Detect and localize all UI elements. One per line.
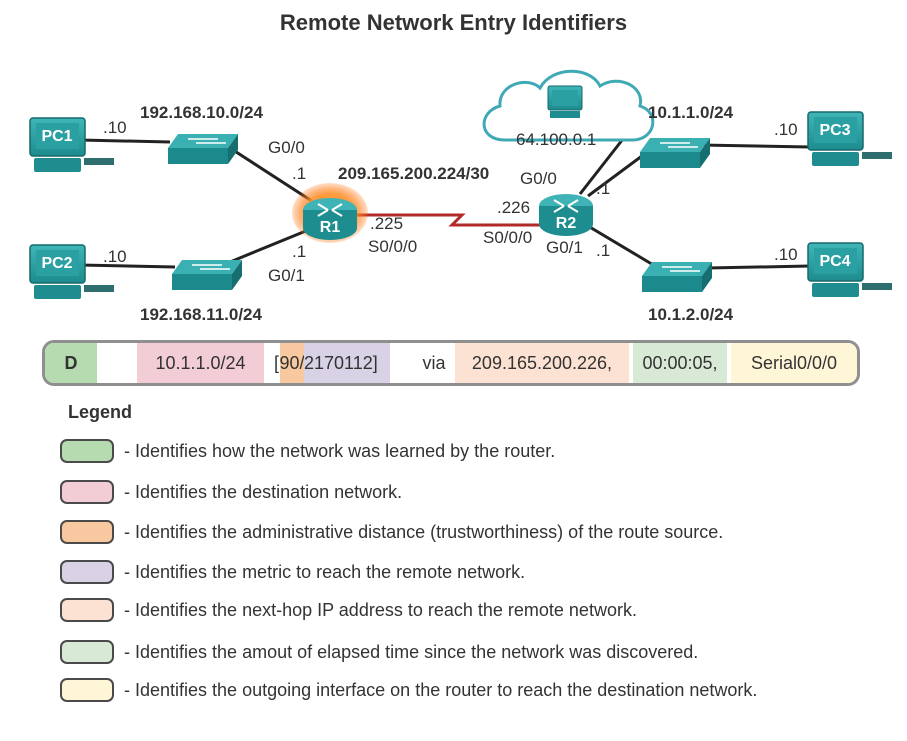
route-via-cell: via bbox=[414, 343, 454, 383]
legend-text-network: - Identifies the destination network. bbox=[124, 481, 403, 502]
route-via: via bbox=[422, 352, 446, 373]
legend-swatch-interface bbox=[60, 678, 114, 702]
legend-swatch-metric bbox=[60, 560, 114, 584]
route-code: D bbox=[64, 352, 78, 373]
legend-text-code: - Identifies how the network was learned… bbox=[124, 440, 556, 461]
network-label-192-168-10: 192.168.10.0/24 bbox=[140, 103, 263, 122]
r1-g00-label: G0/0 bbox=[268, 138, 305, 157]
pc4-host-label: .10 bbox=[774, 245, 798, 264]
legend-swatch-next-hop bbox=[60, 598, 114, 622]
switch-3-icon bbox=[640, 138, 710, 168]
route-ad: 90/ bbox=[279, 352, 305, 373]
server-pc-icon bbox=[547, 85, 583, 118]
legend-item-interface: - Identifies the outgoing interface on t… bbox=[60, 675, 757, 705]
route-bracket: [ bbox=[273, 352, 279, 373]
r1-g01-label: G0/1 bbox=[268, 266, 305, 285]
network-label-10-1-2: 10.1.2.0/24 bbox=[648, 305, 734, 324]
r1-s000-label: S0/0/0 bbox=[368, 237, 417, 256]
ethernet-links bbox=[79, 129, 811, 270]
route-entry-bar: D 10.1.1.0/24 [ 90/ 2170112] via 209.165… bbox=[42, 340, 860, 386]
route-time-cell: 00:00:05, bbox=[633, 343, 727, 383]
diagram-title: Remote Network Entry Identifiers bbox=[279, 10, 628, 35]
router-r1-icon bbox=[292, 183, 368, 243]
legend-item-time: - Identifies the amout of elapsed time s… bbox=[60, 637, 698, 667]
legend-text-interface: - Identifies the outgoing interface on t… bbox=[124, 679, 758, 700]
route-time: 00:00:05, bbox=[642, 352, 718, 373]
legend-swatch-time bbox=[60, 640, 114, 664]
r1-s000-host-label: .225 bbox=[370, 214, 403, 233]
route-network-cell: 10.1.1.0/24 bbox=[137, 343, 264, 383]
pc2-icon bbox=[29, 244, 114, 299]
router-r2-icon bbox=[539, 194, 593, 236]
r1-label: R1 bbox=[320, 219, 341, 236]
legend-swatch-code bbox=[60, 439, 114, 463]
route-interface: Serial0/0/0 bbox=[750, 352, 838, 373]
cloud-ip-label: 64.100.0.1 bbox=[516, 130, 596, 149]
legend-item-next-hop: - Identifies the next-hop IP address to … bbox=[60, 595, 637, 625]
route-network: 10.1.1.0/24 bbox=[155, 352, 246, 373]
legend-item-code: - Identifies how the network was learned… bbox=[60, 436, 555, 466]
pc3-host-label: .10 bbox=[774, 120, 798, 139]
pc4-label: PC4 bbox=[819, 253, 850, 270]
route-metric-cell: 2170112] bbox=[304, 343, 390, 383]
legend-swatch-network bbox=[60, 480, 114, 504]
route-ad-cell: 90/ bbox=[279, 343, 305, 383]
route-bracket-cell: [ bbox=[271, 343, 279, 383]
legend-text-ad: - Identifies the administrative distance… bbox=[124, 521, 724, 542]
legend-item-metric: - Identifies the metric to reach the rem… bbox=[60, 557, 525, 587]
legend-item-ad: - Identifies the administrative distance… bbox=[60, 517, 723, 547]
pc2-host-label: .10 bbox=[103, 247, 127, 266]
r2-s000-host-label: .226 bbox=[497, 198, 530, 217]
pc3-label: PC3 bbox=[819, 122, 850, 139]
pc2-label: PC2 bbox=[41, 255, 72, 272]
r1-g00-host-label: .1 bbox=[292, 164, 306, 183]
network-label-serial: 209.165.200.224/30 bbox=[338, 164, 489, 183]
r2-g01-label: G0/1 bbox=[546, 238, 583, 257]
route-next-hop-cell: 209.165.200.226, bbox=[455, 343, 629, 383]
legend-text-metric: - Identifies the metric to reach the rem… bbox=[124, 561, 526, 582]
r2-g00-host-label: .1 bbox=[596, 179, 610, 198]
pc1-label: PC1 bbox=[41, 128, 72, 145]
pc1-host-label: .10 bbox=[103, 118, 127, 137]
pc4-icon bbox=[807, 242, 892, 297]
pc1-icon bbox=[29, 117, 114, 172]
legend-swatch-ad bbox=[60, 520, 114, 544]
pc3-icon bbox=[807, 111, 892, 166]
route-code-cell: D bbox=[45, 343, 97, 383]
legend-text-time: - Identifies the amout of elapsed time s… bbox=[124, 641, 699, 662]
switch-4-icon bbox=[642, 262, 712, 292]
r2-g00-label: G0/0 bbox=[520, 169, 557, 188]
r1-g01-host-label: .1 bbox=[292, 242, 306, 261]
r2-s000-label: S0/0/0 bbox=[483, 228, 532, 247]
legend-title: Legend bbox=[68, 402, 133, 422]
network-label-192-168-11: 192.168.11.0/24 bbox=[140, 305, 263, 324]
r2-label: R2 bbox=[556, 215, 577, 232]
legend-text-next-hop: - Identifies the next-hop IP address to … bbox=[124, 599, 637, 620]
route-metric: 2170112] bbox=[304, 352, 378, 373]
serial-link bbox=[345, 213, 548, 227]
switch-2-icon bbox=[172, 260, 242, 290]
route-interface-cell: Serial0/0/0 bbox=[731, 343, 857, 383]
r2-g01-host-label: .1 bbox=[596, 241, 610, 260]
legend-item-network: - Identifies the destination network. bbox=[60, 477, 402, 507]
switch-1-icon bbox=[168, 134, 238, 164]
route-next-hop: 209.165.200.226, bbox=[471, 352, 613, 373]
network-topology: PC1 PC2 PC3 PC4 R1 R2 192.168.10.0/24 19… bbox=[29, 69, 892, 324]
network-label-10-1-1: 10.1.1.0/24 bbox=[648, 103, 734, 122]
